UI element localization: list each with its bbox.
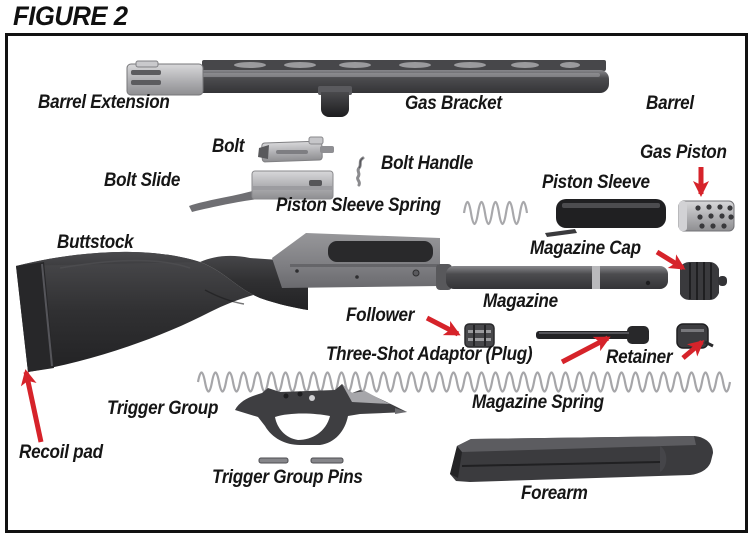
label-barrel: Barrel bbox=[646, 93, 694, 114]
barrel-drawing bbox=[192, 60, 609, 93]
magazine-tube-drawing bbox=[436, 264, 668, 290]
label-trigger-group: Trigger Group bbox=[107, 398, 219, 419]
label-magazine-spring: Magazine Spring bbox=[472, 392, 604, 413]
figure-title: FIGURE 2 bbox=[13, 1, 128, 31]
bolt-slide-drawing bbox=[189, 170, 334, 212]
bolt-drawing bbox=[258, 136, 334, 163]
forearm-drawing bbox=[450, 436, 713, 482]
label-bolt-handle: Bolt Handle bbox=[381, 153, 474, 174]
label-bolt-slide: Bolt Slide bbox=[104, 170, 181, 191]
label-follower: Follower bbox=[346, 305, 415, 326]
three-shot-adaptor-arrow bbox=[560, 335, 611, 365]
three-shot-plug-drawing bbox=[536, 326, 649, 344]
label-piston-sleeve-spring: Piston Sleeve Spring bbox=[276, 195, 441, 216]
magazine-cap-drawing bbox=[680, 261, 727, 301]
follower-arrow bbox=[425, 315, 461, 337]
label-buttstock: Buttstock bbox=[57, 232, 134, 253]
label-piston-sleeve: Piston Sleeve bbox=[542, 172, 650, 193]
magazine-cap-arrow bbox=[655, 249, 686, 271]
bolt-handle-drawing bbox=[356, 156, 365, 187]
label-three-shot-adaptor: Three-Shot Adaptor (Plug) bbox=[326, 344, 533, 365]
trigger-group-pins-drawing bbox=[258, 457, 344, 464]
retainer-drawing bbox=[676, 323, 714, 349]
label-retainer: Retainer bbox=[606, 347, 673, 368]
trigger-group-drawing bbox=[235, 384, 407, 445]
follower-drawing bbox=[464, 323, 495, 348]
label-barrel-extension: Barrel Extension bbox=[38, 92, 170, 113]
label-gas-bracket: Gas Bracket bbox=[405, 93, 502, 114]
buttstock-drawing bbox=[16, 251, 308, 372]
label-trigger-group-pins: Trigger Group Pins bbox=[212, 467, 363, 488]
recoil-pad-drawing bbox=[16, 262, 54, 372]
barrel-extension-drawing bbox=[126, 60, 204, 96]
magazine-spring-drawing bbox=[196, 371, 732, 393]
label-bolt: Bolt bbox=[212, 136, 245, 157]
gas-piston-drawing bbox=[678, 200, 735, 232]
piston-sleeve-spring-drawing bbox=[462, 200, 529, 226]
gas-bracket-drawing bbox=[318, 86, 352, 117]
retainer-arrow bbox=[681, 340, 705, 360]
piston-sleeve-drawing bbox=[545, 199, 666, 237]
receiver-drawing bbox=[272, 233, 440, 288]
label-magazine: Magazine bbox=[483, 291, 558, 312]
label-magazine-cap: Magazine Cap bbox=[530, 238, 641, 259]
label-forearm: Forearm bbox=[521, 483, 588, 504]
label-gas-piston: Gas Piston bbox=[640, 142, 727, 163]
label-recoil-pad: Recoil pad bbox=[19, 442, 103, 463]
recoil-pad-arrow bbox=[20, 369, 44, 443]
